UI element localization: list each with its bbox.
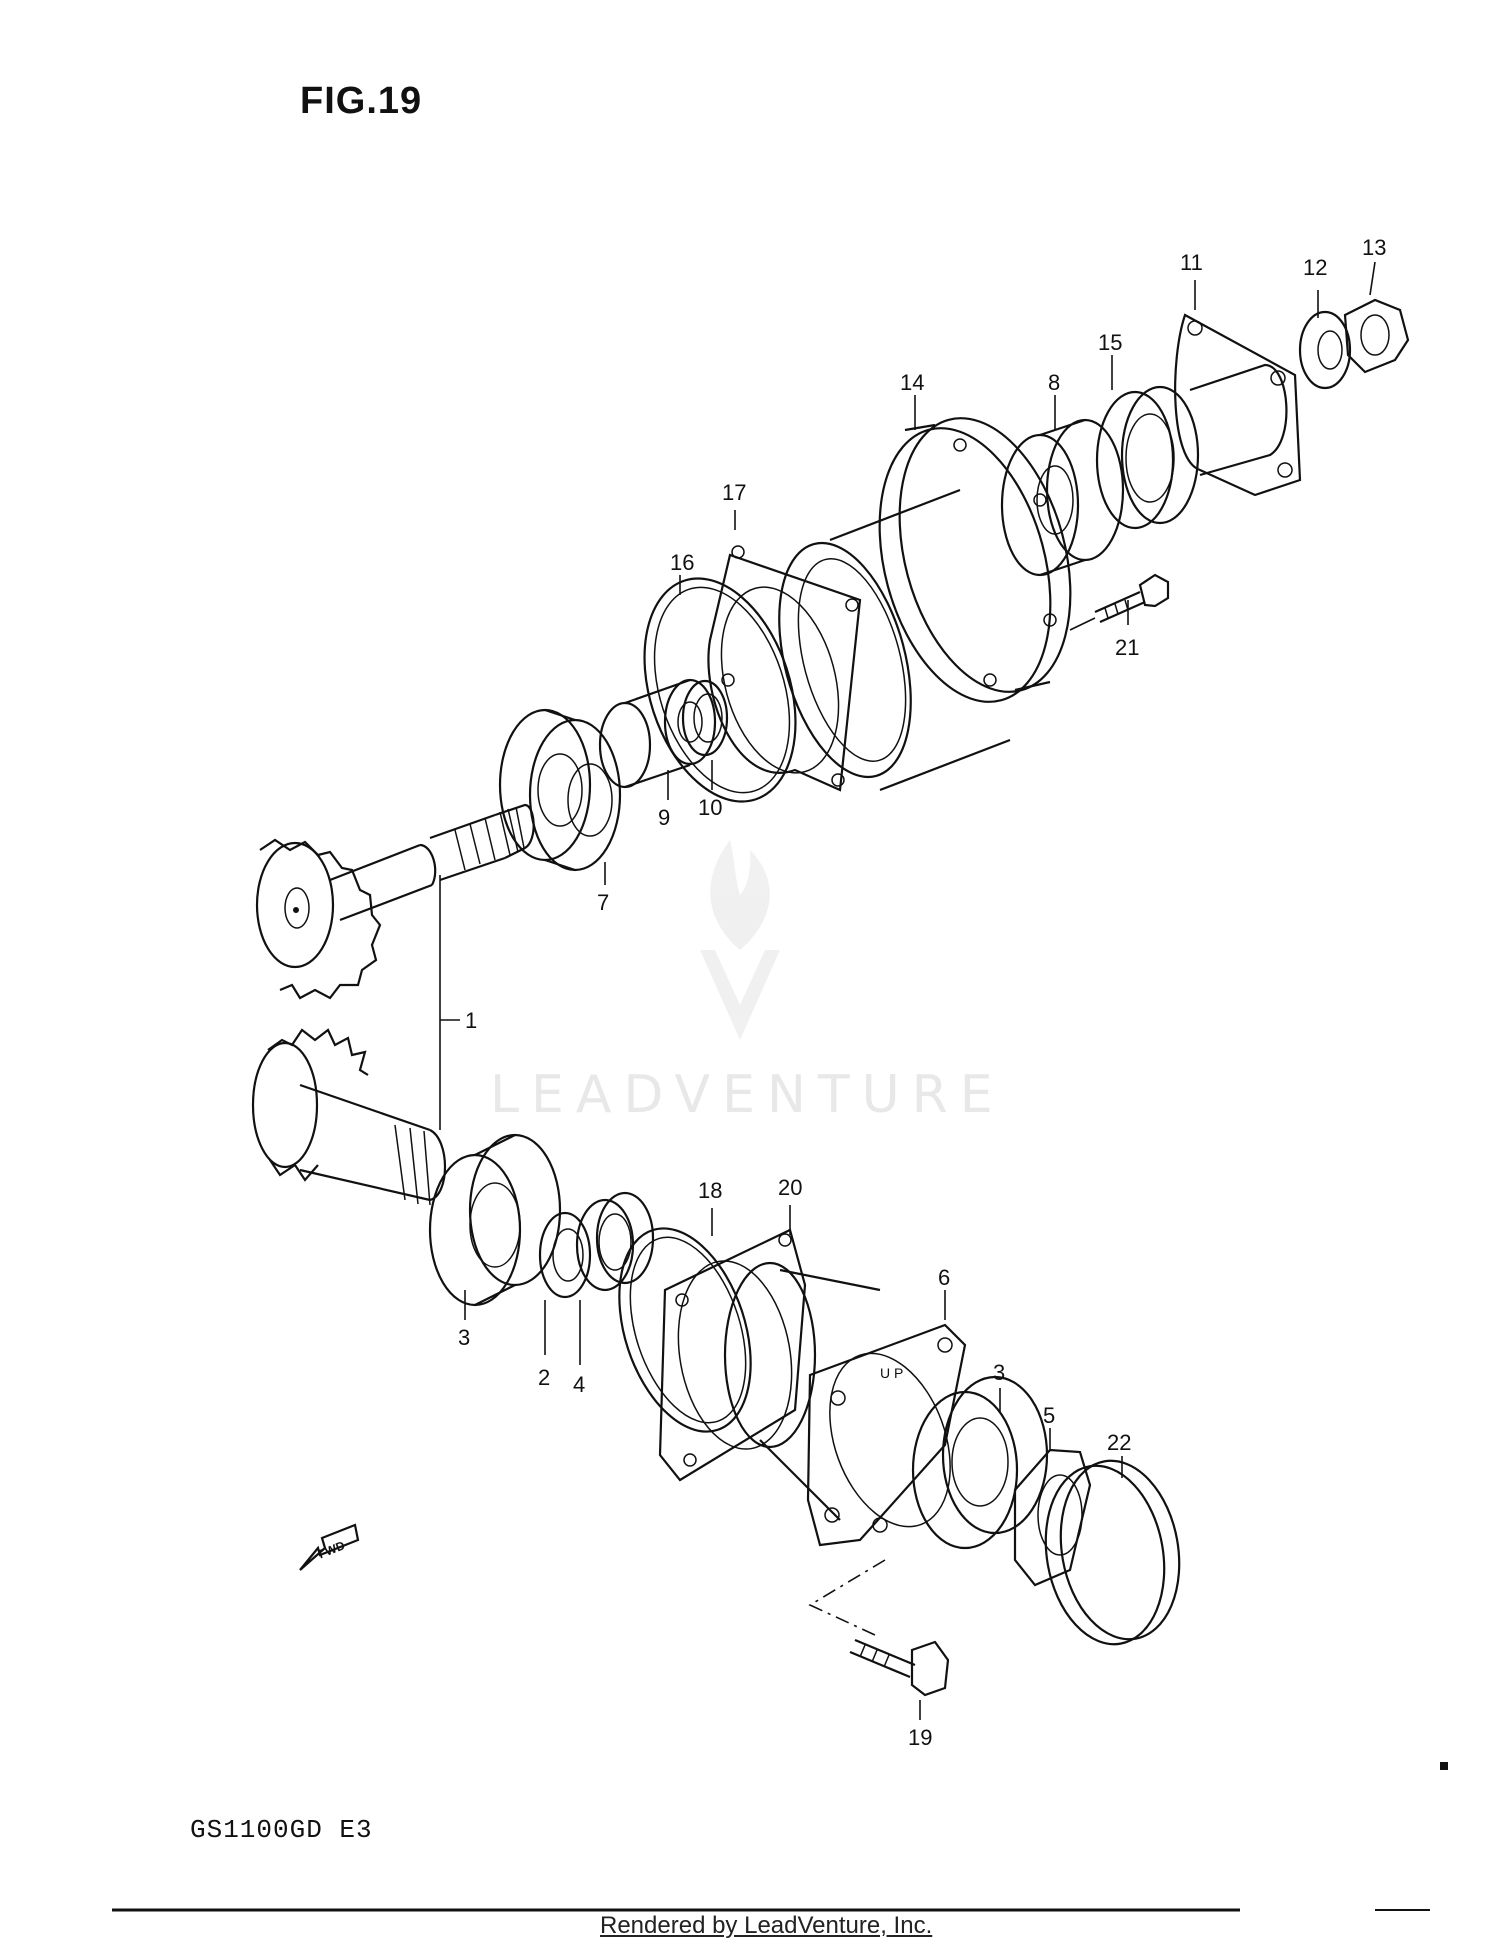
callout-1: 1: [465, 1008, 477, 1033]
callout-10: 10: [698, 795, 722, 820]
callout-8: 8: [1048, 370, 1060, 395]
fwd-direction-arrow: FWD: [299, 1523, 360, 1571]
part-6-gear-case-housing: U P: [723, 1261, 967, 1547]
part-2-shim: [538, 1211, 592, 1299]
part-10-shim: [681, 679, 729, 757]
callout-5: 5: [1043, 1403, 1055, 1428]
part-22-cap: [1044, 1459, 1181, 1646]
part-1-driven-gear: [251, 1028, 447, 1206]
callout-3-right: 3: [993, 1360, 1005, 1385]
callout-15: 15: [1098, 330, 1122, 355]
callout-14: 14: [900, 370, 924, 395]
part-16-o-ring: [643, 577, 797, 803]
callout-7: 7: [597, 890, 609, 915]
part-15-oil-seal: [1095, 385, 1200, 530]
callout-17: 17: [722, 480, 746, 505]
part-11-flange: [1174, 313, 1302, 497]
part-14-bearing-housing: [778, 417, 1072, 792]
figure-title: FIG.19: [300, 80, 423, 122]
callout-4: 4: [573, 1372, 585, 1397]
part-13-nut: [1343, 298, 1410, 374]
callout-21: 21: [1115, 635, 1139, 660]
part-21-bolt: [1069, 573, 1170, 631]
part-19-bolt: [808, 1559, 950, 1697]
bottom-rule: [112, 1762, 1448, 1912]
watermark-text: LEADVENTURE: [490, 1065, 1005, 1125]
callout-11: 11: [1180, 250, 1203, 275]
part-5-nut: [1013, 1448, 1092, 1587]
part-18-o-ring: [618, 1227, 752, 1433]
part-8-bearing: [1000, 418, 1125, 577]
callout-20: 20: [778, 1175, 802, 1200]
callout-labels: 1 2 3 4 5 6 7 8 9 10 11 12 13 14 15 16 1…: [458, 235, 1386, 1750]
callout-18: 18: [698, 1178, 722, 1203]
callout-19: 19: [908, 1725, 932, 1750]
part-17-gasket: [707, 545, 862, 792]
part-9-spacer: [598, 678, 717, 789]
part-7-bearing: [498, 708, 622, 872]
callout-6: 6: [938, 1265, 950, 1290]
part-12-washer: [1298, 310, 1352, 390]
callout-22: 22: [1107, 1430, 1131, 1455]
fwd-label: FWD: [316, 1538, 347, 1561]
model-code: GS1100GD E3: [190, 1815, 373, 1845]
svg-text:U P: U P: [880, 1365, 903, 1381]
callout-12: 12: [1303, 255, 1327, 280]
callout-9: 9: [658, 805, 670, 830]
footer-credit: Rendered by LeadVenture, Inc.: [600, 1912, 933, 1939]
watermark-logo: [700, 840, 780, 1040]
callout-13: 13: [1362, 235, 1386, 260]
callout-3: 3: [458, 1325, 470, 1350]
part-1-drive-pinion-gear: [255, 803, 535, 1000]
part-3-bearing: [428, 1133, 562, 1307]
callout-16: 16: [670, 550, 694, 575]
callout-leaders: [439, 261, 1376, 1720]
callout-2: 2: [538, 1365, 550, 1390]
